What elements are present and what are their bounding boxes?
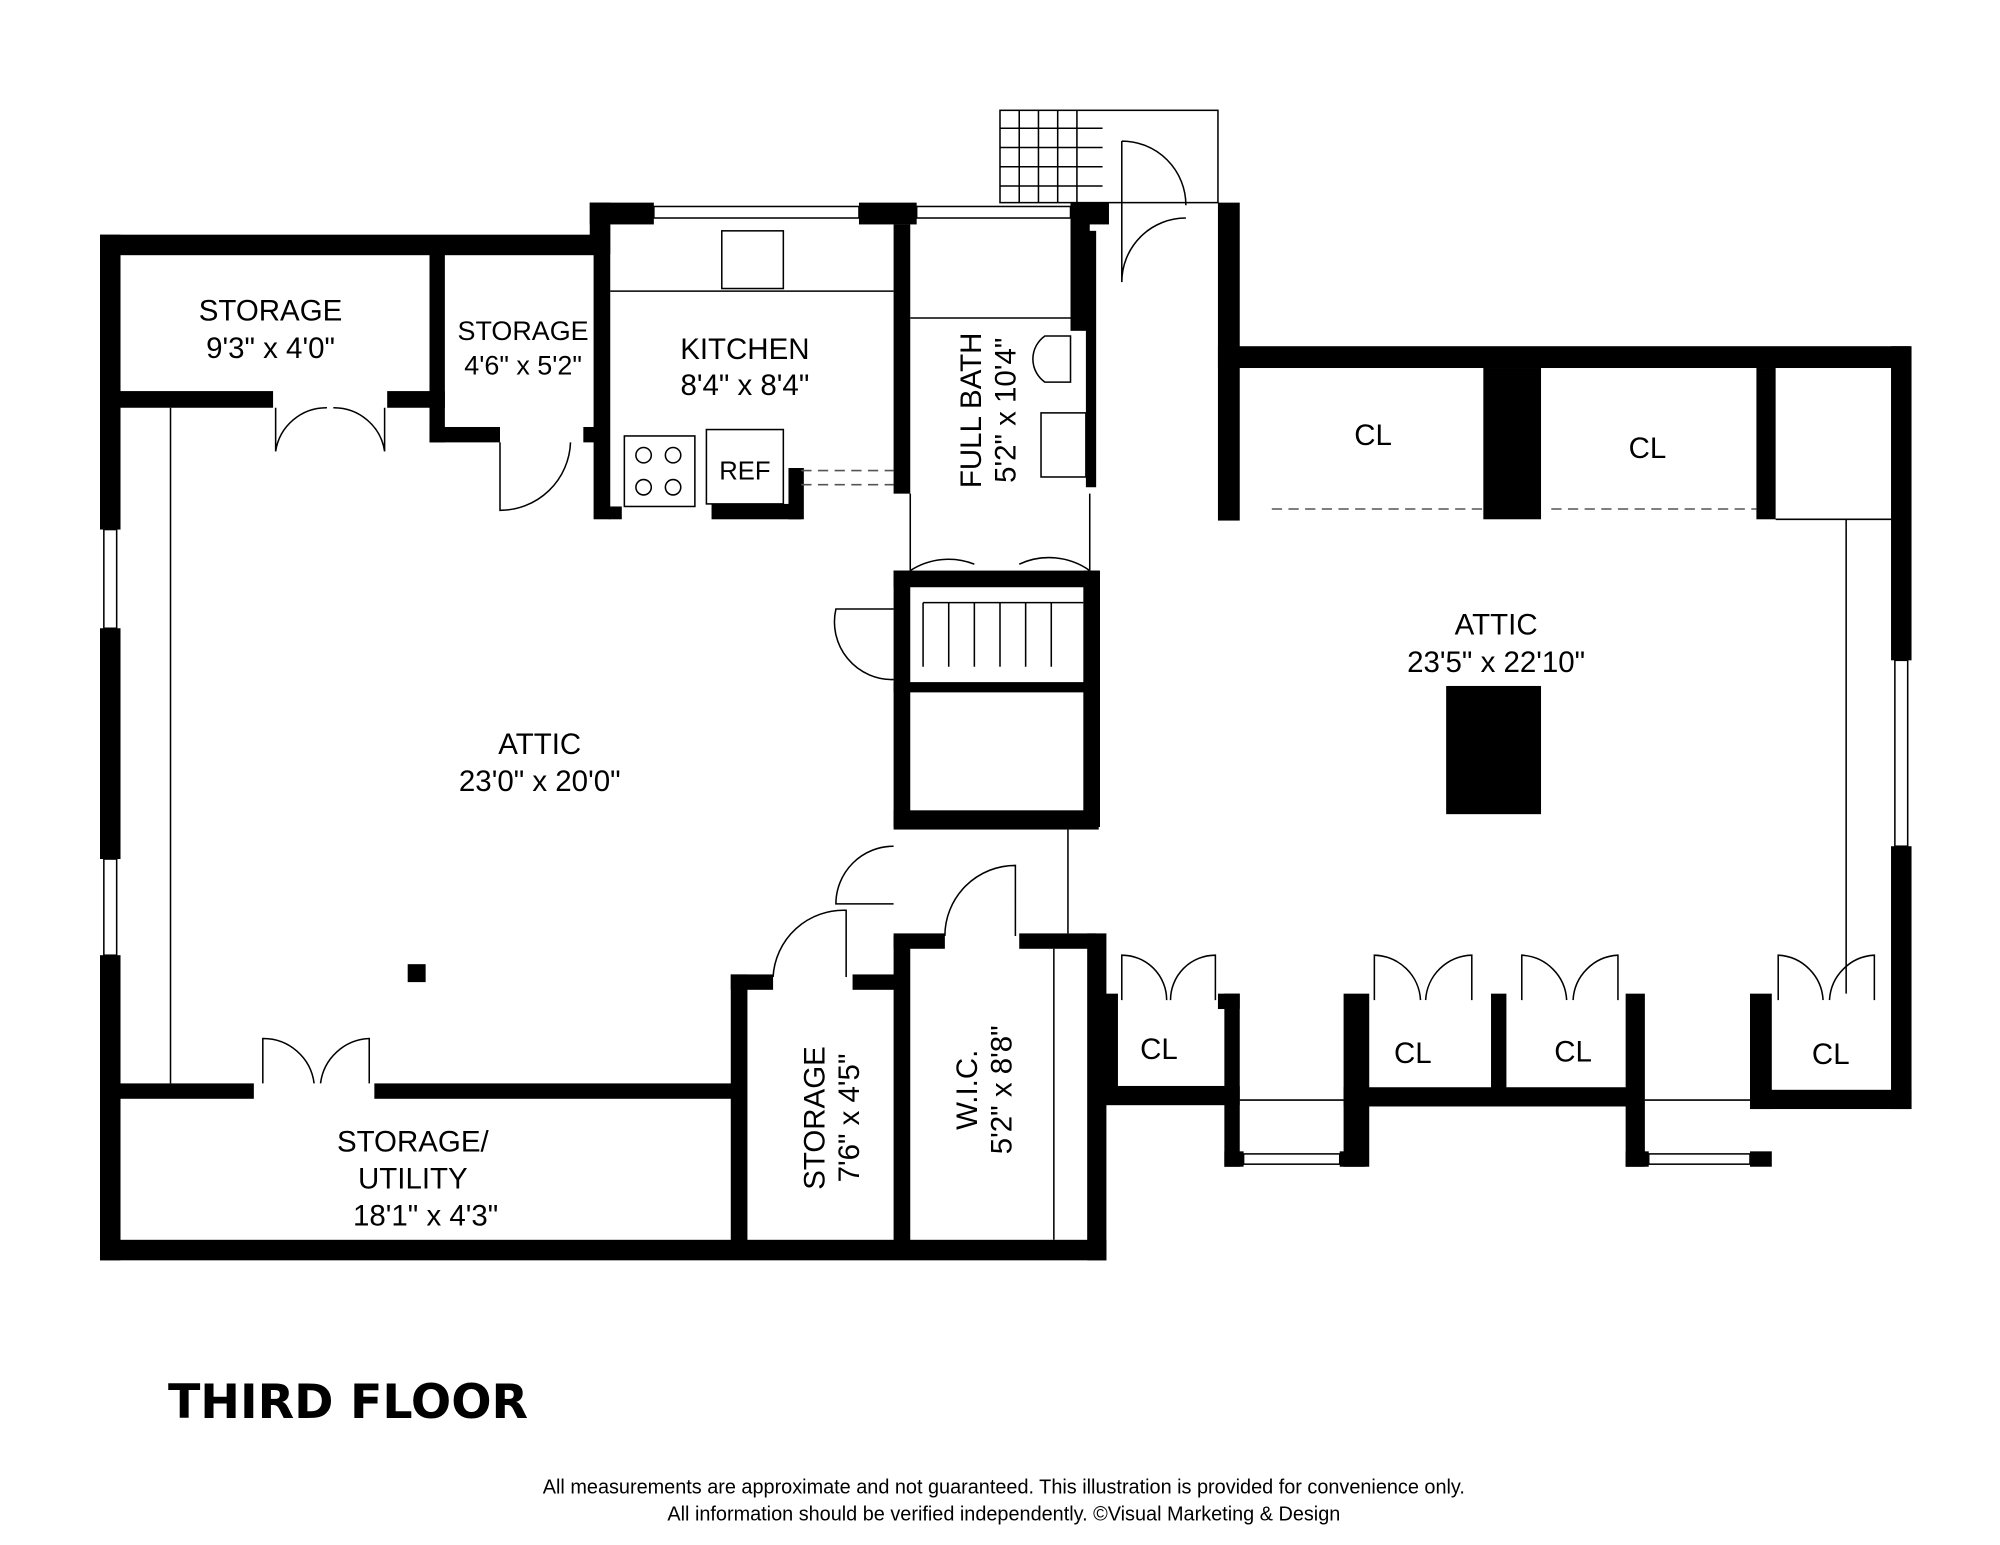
toilet-icon xyxy=(1032,335,1072,383)
room-attic-right-name: ATTIC xyxy=(1455,609,1538,642)
refrigerator-icon xyxy=(705,428,785,505)
room-kitchen-dims: 8'4" x 8'4" xyxy=(680,369,809,402)
closet-label: CL xyxy=(1140,1033,1178,1066)
room-utility-name: STORAGE/ xyxy=(337,1125,490,1158)
room-attic-right-dims: 23'5" x 22'10" xyxy=(1407,646,1585,679)
room-utility-dims: 18'1" x 4'3" xyxy=(353,1200,498,1233)
disclaimer-line-1: All measurements are approximate and not… xyxy=(543,1477,1465,1499)
room-storage-3-dims: 7'6" x 4'5" xyxy=(833,1054,866,1183)
room-wic-name: W.I.C. xyxy=(951,1050,984,1130)
room-labels: STORAGE 9'3" x 4'0" STORAGE 4'6" x 5'2" … xyxy=(199,295,1850,1233)
closet-label: CL xyxy=(1629,432,1667,465)
closet-label: CL xyxy=(1554,1036,1592,1069)
room-attic-left-name: ATTIC xyxy=(498,728,581,761)
closet-label: CL xyxy=(1394,1037,1432,1070)
room-storage-2-dims: 4'6" x 5'2" xyxy=(464,350,582,380)
windows-and-lines xyxy=(103,109,1909,1240)
room-storage-1-dims: 9'3" x 4'0" xyxy=(206,332,335,365)
fixtures: REF xyxy=(623,230,1087,508)
room-storage-1-name: STORAGE xyxy=(199,295,343,328)
room-full-bath-dims: 5'2" x 10'4" xyxy=(989,338,1022,483)
walls xyxy=(100,202,1912,1261)
ref-label: REF xyxy=(719,458,770,486)
room-utility-name-2: UTILITY xyxy=(358,1163,468,1196)
closet-label: CL xyxy=(1812,1038,1850,1071)
room-storage-3-name: STORAGE xyxy=(798,1046,831,1190)
floor-title: THIRD FLOOR xyxy=(168,1375,528,1430)
room-kitchen-name: KITCHEN xyxy=(680,333,809,366)
room-attic-left-dims: 23'0" x 20'0" xyxy=(459,765,621,798)
room-full-bath-name: FULL BATH xyxy=(955,333,988,489)
room-wic-dims: 5'2" x 8'8" xyxy=(986,1025,1019,1154)
sink-icon xyxy=(721,230,785,290)
closet-label: CL xyxy=(1354,419,1392,452)
disclaimer-line-2: All information should be verified indep… xyxy=(667,1504,1340,1526)
room-storage-2-name: STORAGE xyxy=(458,316,589,346)
vanity-icon xyxy=(1040,412,1087,478)
stove-icon xyxy=(623,435,696,508)
